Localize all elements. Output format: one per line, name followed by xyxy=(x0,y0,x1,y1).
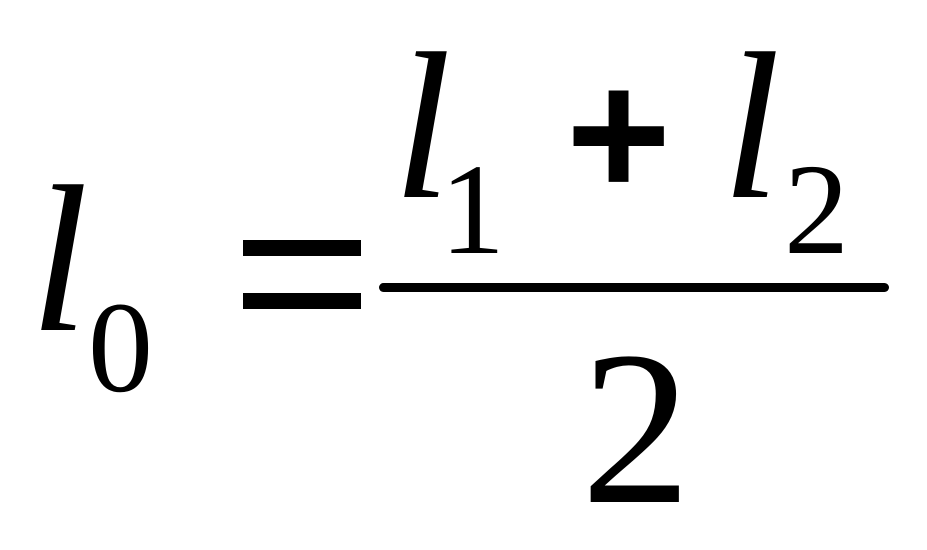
equals-sign-top-bar xyxy=(243,240,361,256)
denominator: 2 xyxy=(581,306,691,550)
numerator-term2-variable: l xyxy=(722,11,781,243)
numerator-term1-subscript: 1 xyxy=(440,138,505,282)
numerator-term2-subscript: 2 xyxy=(784,138,849,282)
equals-sign-bottom-bar xyxy=(243,293,361,309)
plus-operator: + xyxy=(566,34,672,235)
lhs-subscript: 0 xyxy=(88,276,153,420)
numerator-term1-variable: l xyxy=(393,11,452,243)
fraction-bar xyxy=(379,283,889,292)
lhs-variable: l xyxy=(30,144,89,376)
